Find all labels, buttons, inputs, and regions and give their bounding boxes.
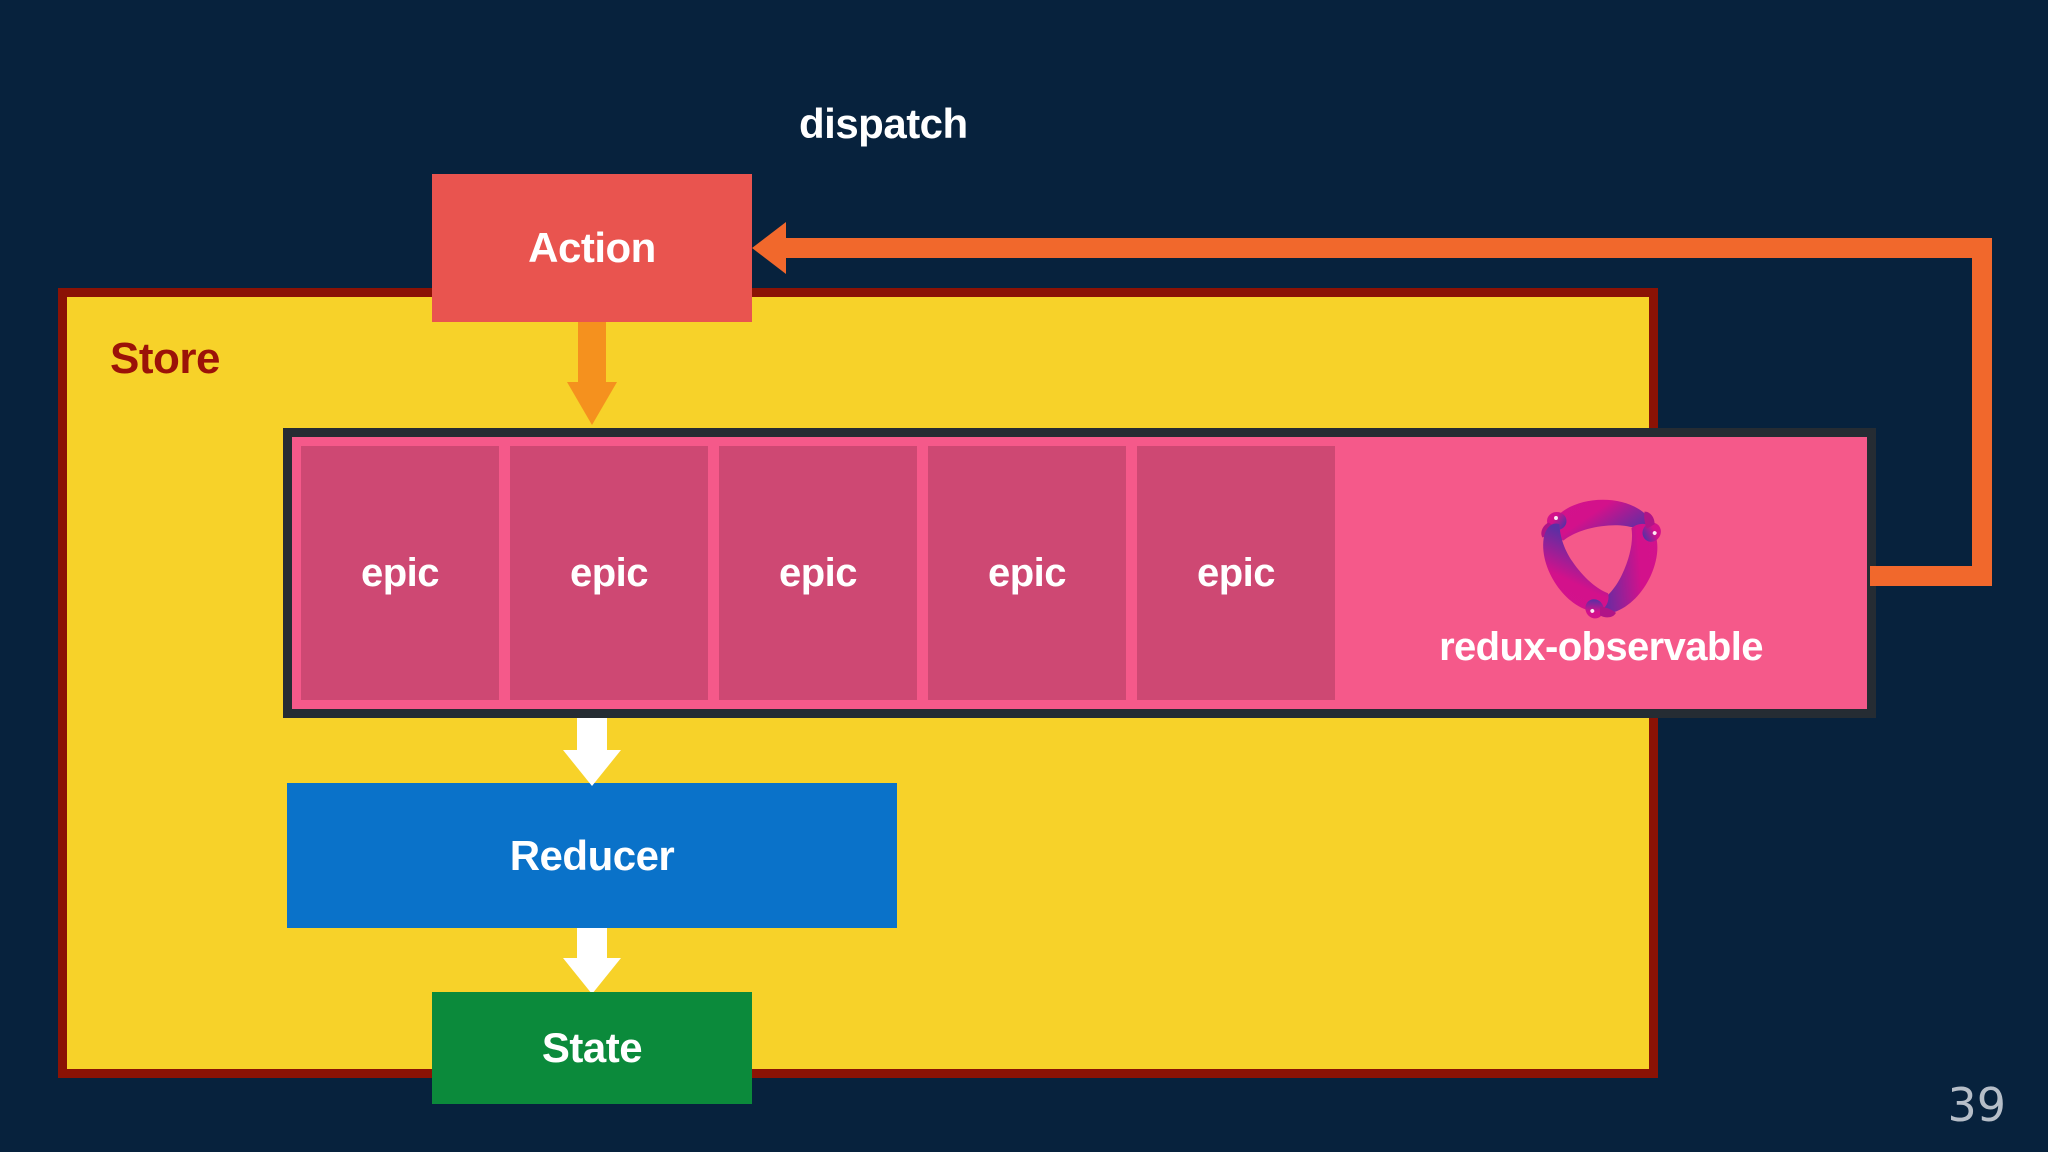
store-label: Store <box>110 334 220 383</box>
epics-to-reducer-arrow-shaft <box>577 718 607 756</box>
redux-observable-ducks-logo-icon <box>1541 499 1661 618</box>
dispatch-loop-segment-right <box>1972 238 1992 586</box>
action-node-label: Action <box>528 224 656 271</box>
epics-container: epic epic epic epic epic <box>283 428 1876 718</box>
epic-box: epic <box>719 446 917 700</box>
epic-label: epic <box>987 550 1067 595</box>
action-to-epics-arrow-shaft <box>578 322 606 390</box>
epic-box: epic <box>301 446 499 700</box>
epic-label: epic <box>360 550 440 595</box>
dispatch-label: dispatch <box>799 100 968 147</box>
action-to-epics-arrow-icon <box>567 382 617 425</box>
dispatch-loop-segment-top <box>782 238 1992 258</box>
redux-observable-label: redux-observable <box>1439 624 1763 669</box>
epic-label: epic <box>1196 550 1276 595</box>
dispatch-loop-segment-bottom <box>1870 566 1992 586</box>
reducer-to-state-arrow-icon <box>563 958 621 994</box>
epic-box: epic <box>510 446 708 700</box>
state-node: State <box>432 992 752 1104</box>
epic-box: epic <box>928 446 1126 700</box>
epic-label: epic <box>778 550 858 595</box>
reducer-node: Reducer <box>287 783 897 928</box>
epic-box: epic <box>1137 446 1335 700</box>
reducer-node-label: Reducer <box>509 831 675 879</box>
page-number: 39 <box>1947 1078 2006 1132</box>
action-node: Action <box>432 174 752 322</box>
state-node-label: State <box>541 1024 643 1071</box>
epics-to-reducer-arrow-icon <box>563 750 621 786</box>
dispatch-loop-arrow-icon <box>752 222 786 274</box>
epic-label: epic <box>569 550 649 595</box>
redux-observable-section: redux-observable <box>1335 437 1867 709</box>
